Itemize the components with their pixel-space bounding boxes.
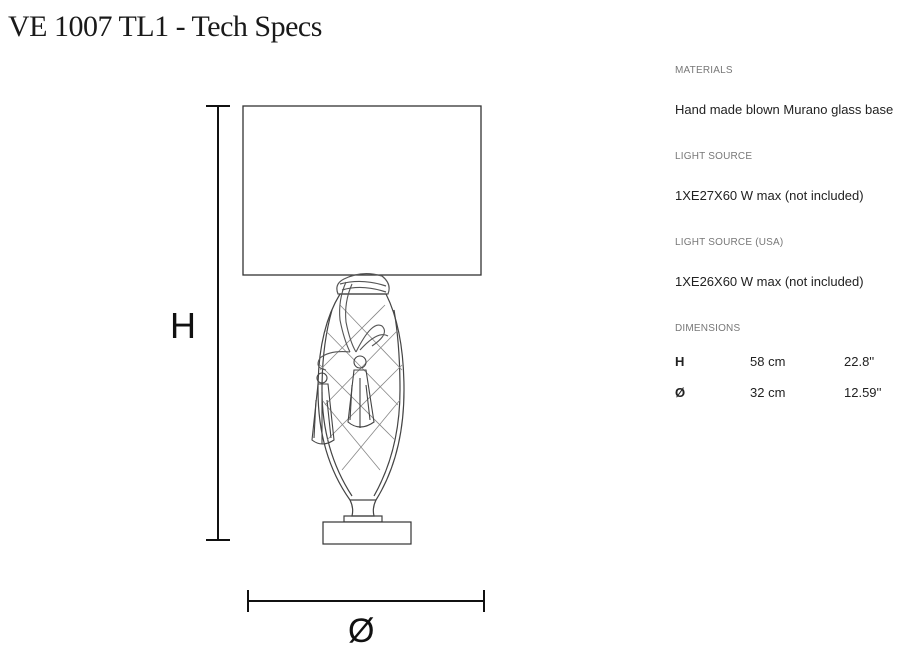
spec-panel: MATERIALS Hand made blown Murano glass b… [675,64,900,408]
dimensions-section: DIMENSIONS H 58 cm 22.8'' Ø 32 cm 12.59'… [675,322,900,408]
vase-diamond-pattern [319,304,403,471]
lamp-base [322,521,412,545]
light-source-value: 1XE27X60 W max (not included) [675,188,864,203]
dimensions-table: H 58 cm 22.8'' Ø 32 cm 12.59'' [675,346,894,408]
dimension-imperial: 12.59'' [844,385,882,400]
light-source-usa-section: LIGHT SOURCE (USA) 1XE26X60 W max (not i… [675,236,900,291]
dimension-symbol: H [675,354,685,369]
table-row: Ø 32 cm 12.59'' [675,377,894,408]
right-tassel [347,355,375,428]
light-source-label: LIGHT SOURCE [675,151,753,162]
decorative-cord [317,281,389,371]
dimension-imperial: 22.8'' [844,354,875,369]
dimensions-label: DIMENSIONS [675,323,741,334]
height-dimension-line [206,105,230,541]
light-source-section: LIGHT SOURCE 1XE27X60 W max (not include… [675,150,900,205]
lamp-collar [336,273,390,295]
diameter-marker: Ø [348,612,375,650]
light-source-usa-label: LIGHT SOURCE (USA) [675,237,784,248]
materials-section: MATERIALS Hand made blown Murano glass b… [675,64,900,119]
vase-neck [343,499,383,523]
height-marker: H [170,305,196,346]
page-title: VE 1007 TL1 - Tech Specs [8,10,322,43]
materials-value: Hand made blown Murano glass base [675,102,894,117]
glass-vase-body [317,293,405,501]
diameter-dimension-line [247,590,485,612]
dimension-metric: 32 cm [750,385,786,400]
lamp-shade [242,105,482,276]
materials-label: MATERIALS [675,65,733,76]
light-source-usa-value: 1XE26X60 W max (not included) [675,274,864,289]
dimension-metric: 58 cm [750,354,786,369]
table-row: H 58 cm 22.8'' [675,346,894,377]
left-tassel [311,372,335,445]
dimension-symbol: Ø [675,385,686,400]
lamp-technical-drawing [206,105,485,612]
